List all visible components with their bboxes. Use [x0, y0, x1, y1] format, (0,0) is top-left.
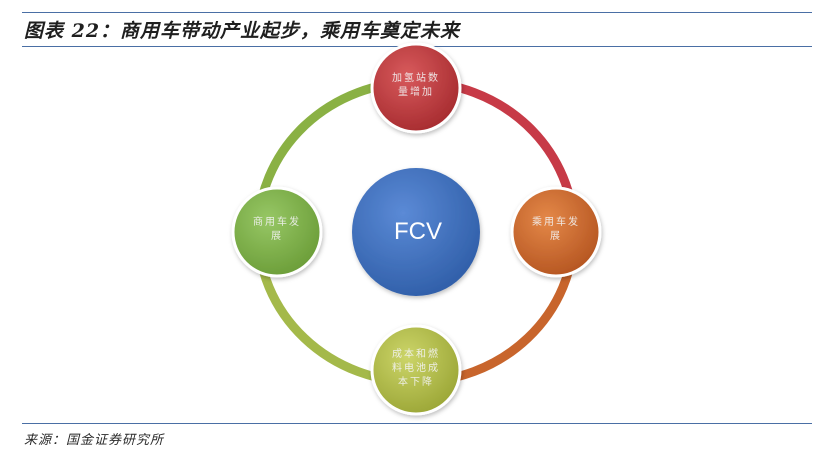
node-bottom-label-line1: 成本和燃 — [392, 349, 440, 360]
node-right-circle — [510, 186, 602, 278]
figure-title: 图表 22：商用车带动产业起步，乘用车奠定未来 — [24, 20, 461, 42]
node-left-label: 商用车发 展 — [237, 216, 317, 244]
center-node-circle — [352, 168, 480, 296]
node-left-label-line1: 商用车发 — [253, 217, 301, 228]
node-top-label-line2: 量增加 — [398, 87, 434, 98]
node-bottom-label-line2: 料电池成 — [392, 363, 440, 374]
node-left-circle — [231, 186, 323, 278]
node-bottom-circle — [370, 324, 462, 416]
source-rule — [22, 423, 812, 424]
node-top-label-line1: 加氢站数 — [392, 73, 440, 84]
title-rule-top — [22, 12, 812, 13]
node-top-circle — [370, 42, 462, 134]
node-right-label: 乘用车发 展 — [516, 216, 596, 244]
node-left-label-line2: 展 — [271, 231, 283, 242]
node-right-label-line1: 乘用车发 — [532, 217, 580, 228]
node-bottom-label-line3: 本下降 — [398, 377, 434, 388]
figure-source: 来源：国金证券研究所 — [24, 433, 165, 448]
center-node-label: FCV — [394, 218, 442, 245]
node-top-label: 加氢站数 量增加 — [376, 72, 456, 100]
node-right-label-line2: 展 — [550, 231, 562, 242]
node-bottom-label: 成本和燃 料电池成 本下降 — [376, 348, 456, 390]
